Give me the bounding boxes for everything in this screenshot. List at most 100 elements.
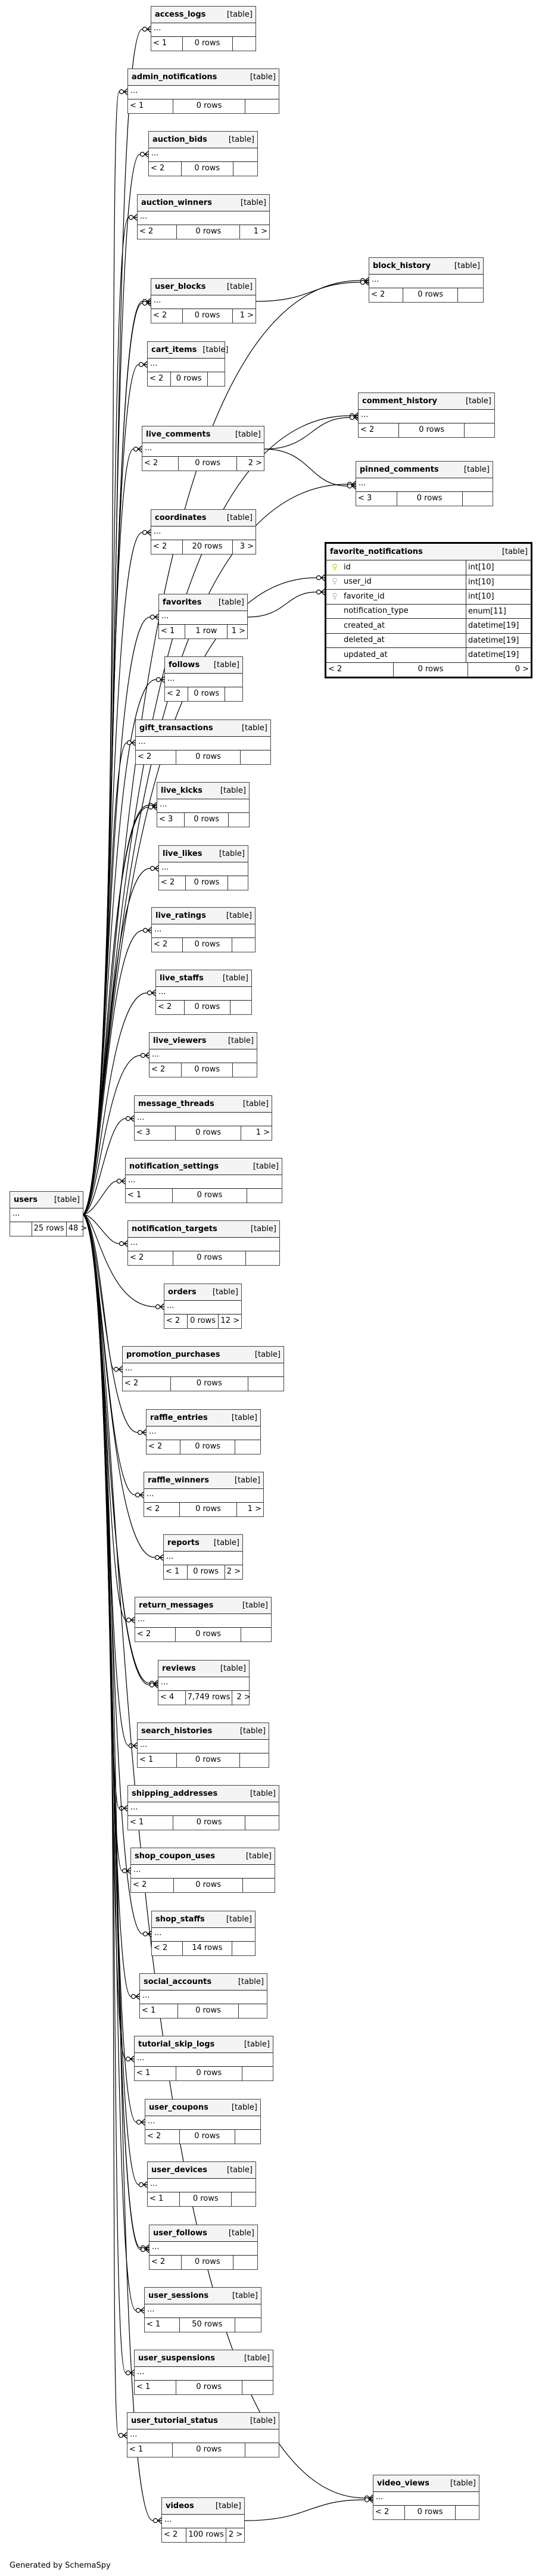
table-name[interactable]: block_history xyxy=(373,261,431,270)
child-count[interactable] xyxy=(228,876,248,890)
table-name[interactable]: favorites xyxy=(163,598,202,607)
parent-count[interactable]: < 2 xyxy=(148,372,171,386)
parent-count[interactable]: < 2 xyxy=(159,876,186,890)
table-name[interactable]: live_viewers xyxy=(153,1036,207,1045)
child-count[interactable]: 0 > xyxy=(515,664,529,674)
table-name[interactable]: search_histories xyxy=(141,1727,213,1736)
parent-count[interactable]: < 2 xyxy=(164,1315,188,1328)
child-count[interactable] xyxy=(235,2318,261,2332)
parent-count[interactable]: < 2 xyxy=(142,457,179,471)
table-name[interactable]: notification_targets xyxy=(132,1225,217,1234)
child-count[interactable]: 12 > xyxy=(220,1316,239,1325)
child-count[interactable]: 1 > xyxy=(239,311,254,320)
table-name[interactable]: gift_transactions xyxy=(139,724,213,733)
parent-count[interactable]: < 2 xyxy=(135,1628,176,1641)
table-name[interactable]: live_ratings xyxy=(155,911,206,920)
child-count[interactable] xyxy=(465,423,494,437)
parent-count[interactable] xyxy=(10,1222,32,1236)
child-count[interactable]: 2 > xyxy=(236,1693,251,1702)
parent-count[interactable]: < 2 xyxy=(156,1001,185,1014)
table-name[interactable]: reports xyxy=(167,1538,200,1547)
child-count[interactable]: 1 > xyxy=(253,227,267,236)
table-name[interactable]: user_sessions xyxy=(148,2291,209,2300)
parent-count[interactable]: < 3 xyxy=(157,813,185,827)
parent-count[interactable]: < 1 xyxy=(128,99,173,113)
table-name[interactable]: video_views xyxy=(377,2479,429,2488)
parent-count[interactable]: < 2 xyxy=(149,1063,182,1077)
child-count[interactable] xyxy=(456,2506,479,2519)
child-count[interactable] xyxy=(233,2256,257,2269)
table-name[interactable]: coordinates xyxy=(155,513,207,522)
table-name[interactable]: live_staffs xyxy=(160,974,204,983)
parent-count[interactable]: < 3 xyxy=(135,1126,176,1140)
child-count[interactable]: 2 > xyxy=(228,2530,243,2539)
child-count[interactable] xyxy=(242,2067,273,2080)
parent-count[interactable]: < 2 xyxy=(162,2528,187,2542)
child-count[interactable] xyxy=(245,2443,279,2457)
table-name[interactable]: users xyxy=(14,1195,38,1204)
parent-count[interactable]: < 2 xyxy=(326,662,394,677)
child-count[interactable] xyxy=(230,1001,251,1014)
child-count[interactable] xyxy=(232,938,255,952)
parent-count[interactable]: < 2 xyxy=(123,1377,171,1391)
table-name[interactable]: social_accounts xyxy=(144,1977,212,1986)
child-count[interactable] xyxy=(232,2192,256,2206)
parent-count[interactable]: < 2 xyxy=(131,1879,175,1892)
table-name[interactable]: shop_staffs xyxy=(155,1915,205,1924)
parent-count[interactable]: < 2 xyxy=(128,1251,174,1265)
child-count[interactable] xyxy=(245,99,279,113)
table-name[interactable]: promotion_purchases xyxy=(126,1350,220,1359)
parent-count[interactable]: < 2 xyxy=(149,162,182,176)
table-name[interactable]: auction_bids xyxy=(152,135,207,144)
parent-count[interactable]: < 1 xyxy=(164,1565,188,1579)
table-name[interactable]: raffle_entries xyxy=(150,1413,208,1422)
child-count[interactable] xyxy=(225,687,242,701)
child-count[interactable]: 2 > xyxy=(248,459,262,468)
child-count[interactable] xyxy=(235,2130,260,2144)
table-name[interactable]: shipping_addresses xyxy=(132,1789,218,1798)
parent-count[interactable]: < 2 xyxy=(151,540,183,554)
child-count[interactable] xyxy=(241,1628,271,1641)
table-name[interactable]: return_messages xyxy=(139,1601,214,1610)
parent-count[interactable]: < 2 xyxy=(136,750,176,764)
table-name[interactable]: live_kicks xyxy=(161,786,202,795)
parent-count[interactable]: < 1 xyxy=(151,37,183,51)
parent-count[interactable]: < 2 xyxy=(145,2130,180,2144)
table-name[interactable]: cart_items xyxy=(151,345,197,354)
child-count[interactable] xyxy=(248,1377,283,1391)
parent-count[interactable]: < 2 xyxy=(138,225,177,239)
